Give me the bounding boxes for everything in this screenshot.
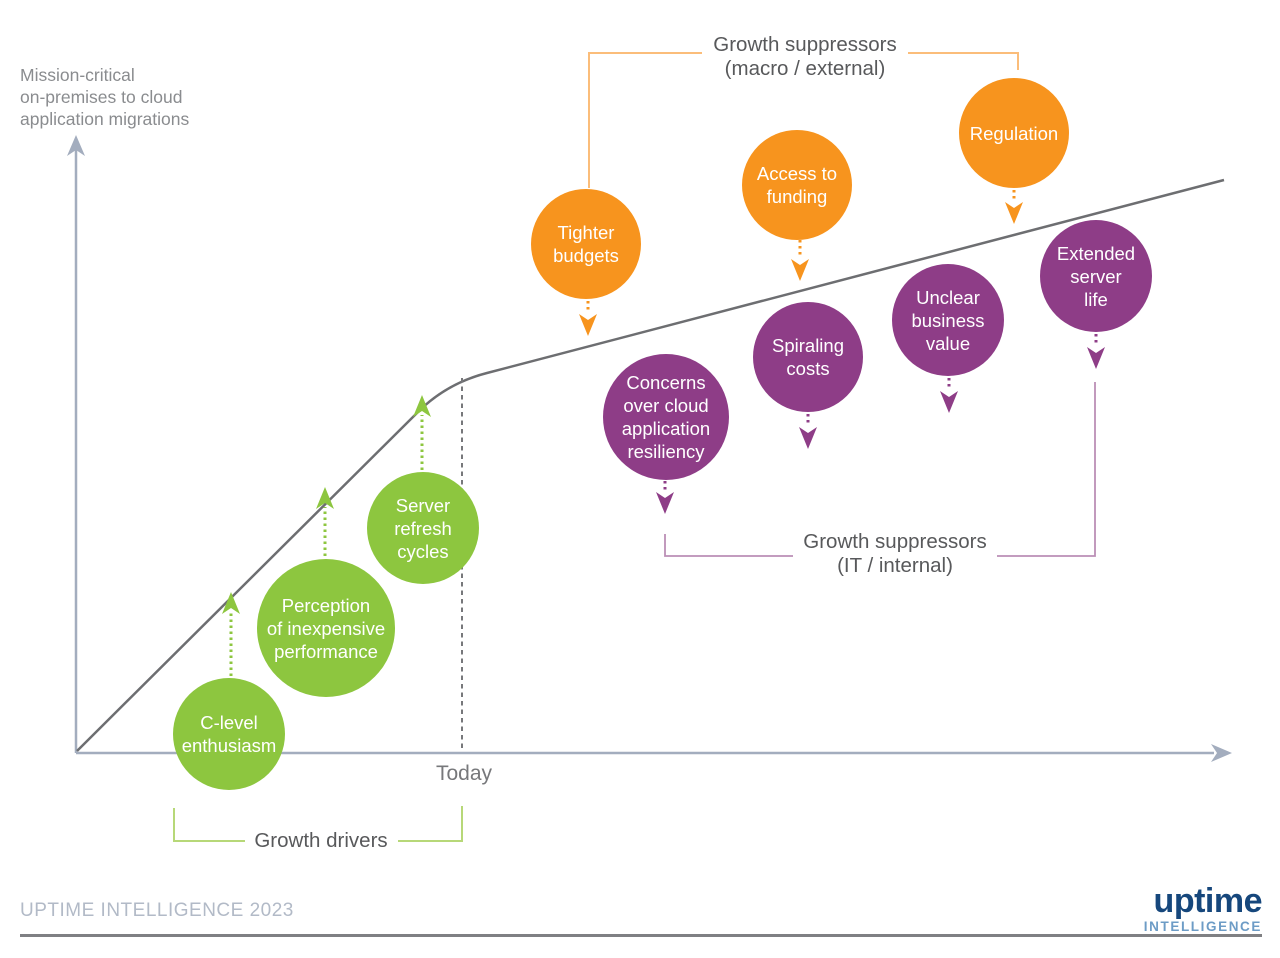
uptime-intelligence-logo: uptime INTELLIGENCE — [1143, 882, 1263, 934]
drivers-bracket — [173, 806, 463, 842]
bottom-rule — [20, 934, 1262, 937]
today-label: Today — [435, 762, 493, 785]
down-arrow-extended-server — [1087, 334, 1105, 369]
up-arrow-server-refresh — [413, 395, 431, 470]
logo-subtitle: INTELLIGENCE — [1143, 919, 1262, 934]
down-arrow-spiraling-costs — [799, 414, 817, 449]
internal-suppressors-label: Growth suppressors (IT / internal) — [803, 530, 987, 577]
bubble-spiraling-costs: Spiraling costs — [753, 302, 863, 412]
bubble-unclear-business-value: Unclear business value — [892, 264, 1004, 376]
bubble-server-refresh-cycles: Server refresh cycles — [367, 472, 479, 584]
bubble-perception-inexpensive-performance: Perception of inexpensive performance — [257, 559, 395, 697]
bubble-tighter-budgets: Tighter budgets — [531, 189, 641, 299]
bubble-c-level-enthusiasm: C-level enthusiasm — [173, 678, 285, 790]
down-arrow-access-funding — [791, 240, 809, 281]
down-arrow-unclear-value — [940, 378, 958, 413]
down-arrow-concerns — [656, 481, 674, 514]
y-axis — [67, 135, 85, 753]
internal-bracket — [664, 382, 1096, 557]
logo-wordmark: uptime — [1153, 882, 1263, 920]
footer-credit: UPTIME INTELLIGENCE 2023 — [20, 900, 294, 921]
bubble-regulation: Regulation — [959, 78, 1069, 188]
macro-bracket — [588, 52, 1019, 188]
bubble-access-to-funding: Access to funding — [742, 130, 852, 240]
down-arrow-tighter-budgets — [579, 301, 597, 336]
up-arrow-perception — [316, 487, 334, 556]
bubble-extended-server-life: Extended server life — [1040, 220, 1152, 332]
growth-drivers-label: Growth drivers — [254, 829, 388, 852]
bubble-concerns-cloud-resiliency: Concerns over cloud application resilien… — [603, 354, 729, 480]
y-axis-label: Mission-critical on-premises to cloud ap… — [20, 65, 190, 129]
down-arrow-regulation — [1005, 190, 1023, 224]
up-arrow-c-level — [222, 592, 240, 676]
macro-suppressors-label: Growth suppressors (macro / external) — [713, 33, 897, 80]
